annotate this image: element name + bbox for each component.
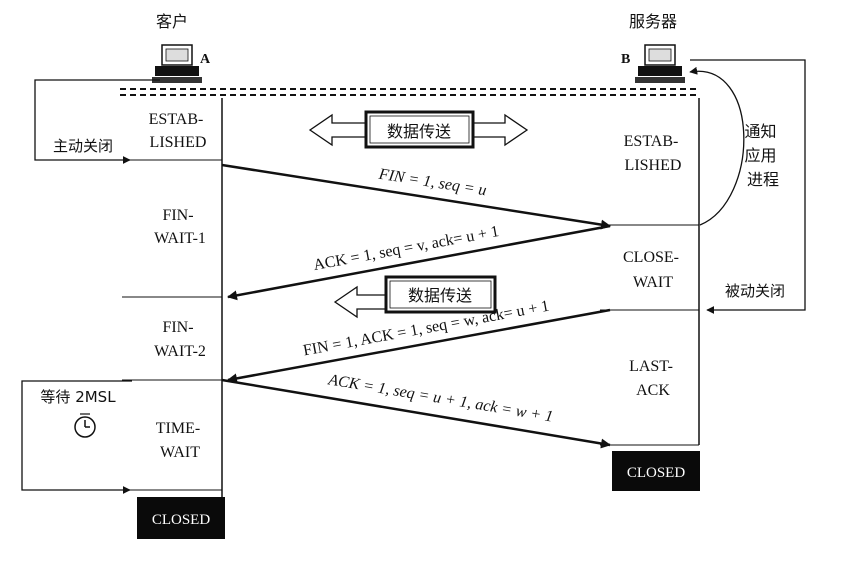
state-established-client: ESTAB- LISHED: [149, 111, 208, 151]
data-transfer-label: 数据传送: [387, 122, 451, 141]
state-line: WAIT-2: [154, 343, 206, 360]
segment-ack-1-label: ACK = 1, seq = v, ack= u + 1: [312, 223, 500, 274]
passive-close-label: 被动关闭: [725, 282, 785, 300]
state-line: LISHED: [150, 134, 207, 151]
segment-fin-2-arrow: [227, 308, 611, 384]
state-line: CLOSE-: [623, 249, 679, 266]
state-line: FIN-: [162, 319, 193, 336]
notify-app-arrow: [689, 66, 745, 226]
state-line: FIN-: [162, 207, 193, 224]
state-line: ESTAB-: [624, 133, 679, 150]
server-title: 服务器: [629, 12, 677, 31]
data-transfer-label: 数据传送: [408, 286, 472, 305]
state-time-wait: TIME- WAIT: [156, 420, 204, 461]
active-close-label: 主动关闭: [53, 137, 113, 155]
data-transfer-arrow-mid: 数据传送: [333, 275, 497, 319]
state-line: WAIT: [160, 444, 200, 461]
wait-2msl-arrow: [21, 380, 132, 494]
state-last-ack: LAST- ACK: [629, 358, 677, 399]
client-id-label: A: [200, 52, 211, 67]
state-line: WAIT: [633, 274, 673, 291]
segment-ack-1-arrow: [227, 224, 611, 301]
segment-ack-2-arrow: [221, 378, 611, 449]
passive-close-arrow: [690, 59, 806, 314]
computer-icon: [635, 44, 685, 83]
wait-2msl-label: 等待 2MSL: [40, 388, 116, 406]
segment-fin-1-arrow: [221, 163, 611, 230]
notify-app-label: 通知 应用 进程: [744, 122, 781, 189]
state-fin-wait-2: FIN- WAIT-2: [154, 319, 206, 360]
state-established-server: ESTAB- LISHED: [624, 133, 683, 174]
client-closed-label: CLOSED: [152, 512, 211, 528]
state-line: ESTAB-: [149, 111, 204, 128]
server-id-label: B: [621, 52, 630, 67]
state-line: TIME-: [156, 420, 200, 437]
notify-app-line: 进程: [747, 170, 779, 189]
server-closed-badge: CLOSED: [612, 451, 700, 491]
clock-icon: [74, 413, 96, 438]
active-close-arrow: [34, 79, 160, 164]
notify-app-line: 应用: [744, 146, 776, 165]
client-title: 客户: [156, 12, 188, 31]
state-line: LISHED: [625, 157, 682, 174]
state-line: ACK: [636, 382, 670, 399]
segment-fin-1-label: FIN = 1, seq = u: [377, 166, 488, 200]
notify-app-line: 通知: [744, 122, 776, 141]
data-transfer-arrow-top: 数据传送: [308, 110, 529, 149]
computer-icon: [152, 44, 202, 83]
state-fin-wait-1: FIN- WAIT-1: [154, 207, 206, 247]
client-closed-badge: CLOSED: [137, 497, 225, 539]
state-line: LAST-: [629, 358, 673, 375]
state-close-wait: CLOSE- WAIT: [623, 249, 683, 291]
server-closed-label: CLOSED: [627, 465, 686, 481]
state-line: WAIT-1: [154, 230, 206, 247]
